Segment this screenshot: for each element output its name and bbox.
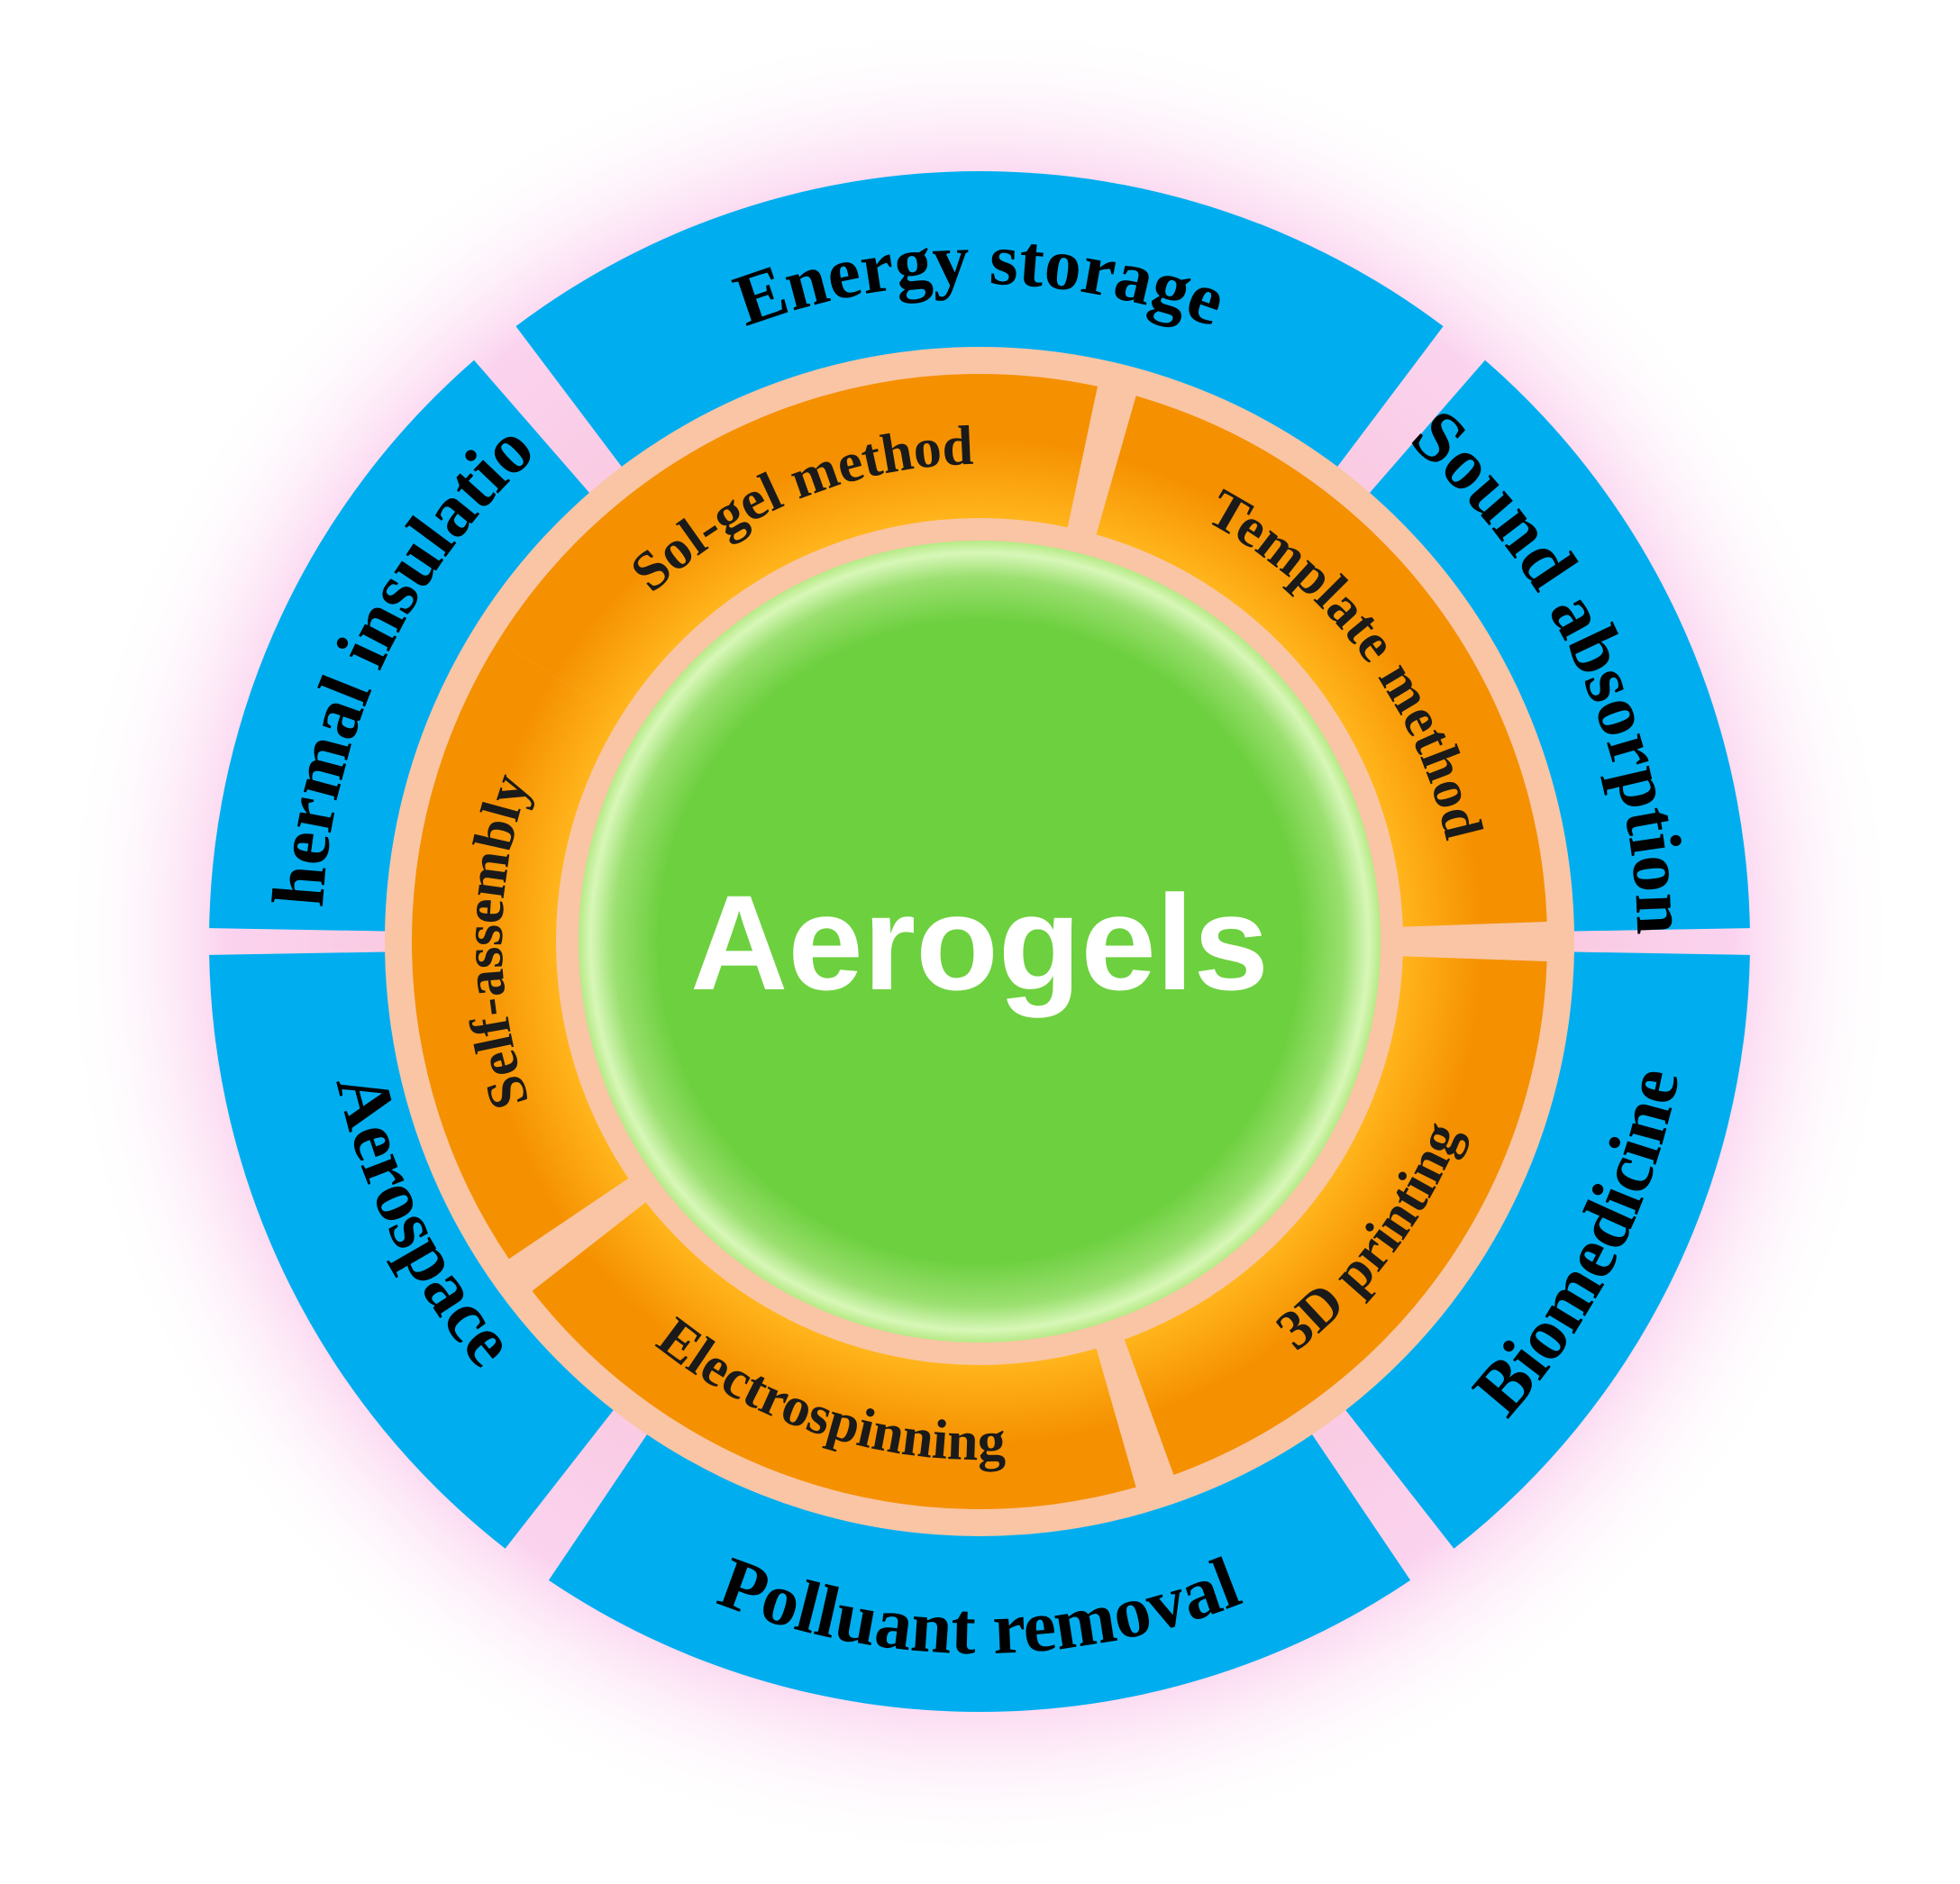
applications-ring bbox=[209, 171, 1750, 1713]
application-segment-thermal-insulation bbox=[209, 360, 589, 932]
method-segment-electrospinning bbox=[532, 1202, 1136, 1509]
center-title: Aerogels bbox=[690, 867, 1269, 1018]
methods-ring bbox=[412, 374, 1547, 1509]
method-segment-self-assembly bbox=[412, 641, 629, 1260]
method-segment-3d-printing bbox=[1124, 956, 1547, 1476]
application-segment-polluant-removal bbox=[548, 1434, 1411, 1713]
application-segment-sound-absorption bbox=[1370, 360, 1750, 932]
application-segment-energy-storage bbox=[515, 171, 1444, 467]
method-segment-template bbox=[1096, 396, 1547, 927]
center-circle bbox=[579, 541, 1381, 1342]
application-segment-aerospace bbox=[209, 951, 614, 1549]
method-segment-sol-gel bbox=[497, 374, 1098, 717]
application-segment-biomedicine bbox=[1345, 951, 1750, 1549]
